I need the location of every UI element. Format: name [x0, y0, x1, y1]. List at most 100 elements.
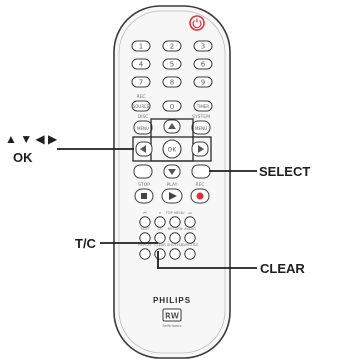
key-label: 8 [170, 79, 174, 87]
source-row: REC SOURCE 0 TIMER [131, 94, 213, 112]
key-0-label: 0 [170, 103, 174, 111]
rec-label: REC [195, 182, 204, 188]
key-label: 1 [139, 43, 143, 51]
key-label: 4 [139, 61, 144, 69]
up-button[interactable] [163, 119, 181, 134]
edit-button[interactable] [154, 232, 166, 244]
system-menu-button[interactable]: MENU [191, 120, 211, 135]
edit-button[interactable] [169, 248, 181, 260]
svg-text:TIMER: TIMER [196, 104, 210, 109]
select-button[interactable] [191, 164, 211, 179]
power-icon [192, 20, 202, 29]
edit-button[interactable] [154, 216, 166, 228]
key-5[interactable]: 5 [162, 58, 182, 70]
remote-body [113, 5, 231, 359]
info-button[interactable] [133, 164, 153, 179]
key-label: 6 [201, 61, 206, 69]
svg-text:MENU: MENU [137, 126, 149, 131]
disc-menu-button[interactable]: MENU [133, 120, 153, 135]
stop-button[interactable] [134, 188, 154, 204]
rw-logo: RW [162, 308, 182, 322]
right-button[interactable] [191, 141, 209, 157]
play-icon [169, 192, 177, 200]
callout-select: SELECT [209, 164, 310, 179]
svg-text:RW: RW [165, 312, 180, 321]
edit-label: ⏮ [143, 211, 147, 215]
play-label: PLAY [167, 182, 178, 188]
ok-button[interactable]: OK [162, 139, 182, 159]
record-icon [196, 192, 204, 200]
edit-button[interactable] [154, 248, 166, 260]
callout-tc-label: T/C [75, 236, 97, 251]
key-4[interactable]: 4 [131, 58, 151, 70]
arrow-down-icon [168, 169, 176, 175]
edit-button[interactable] [169, 216, 181, 228]
svg-text:OK: OK [168, 147, 178, 154]
key-0[interactable]: 0 [162, 100, 182, 112]
edit-label: AUDIO [184, 227, 196, 231]
callout-clear-label: CLEAR [260, 261, 305, 276]
svg-text:MENU: MENU [195, 126, 207, 131]
edit-button[interactable] [139, 248, 151, 260]
source-button[interactable]: SOURCE [131, 100, 151, 112]
callout-arrows-label: ▲ ▼ ◀ ▶ [5, 132, 58, 146]
transport-row: STOP PLAY REC [134, 182, 210, 204]
edit-label: EDIT [141, 227, 150, 231]
key-label: 2 [170, 43, 174, 51]
record-button[interactable] [190, 188, 210, 204]
left-button[interactable] [135, 141, 153, 157]
edit-label: TOP MENU [164, 211, 184, 215]
edit-label: ⏭ [188, 211, 192, 215]
numeric-keypad: 1 2 3 4 5 6 7 8 9 [131, 40, 213, 88]
key-2[interactable]: 2 [162, 40, 182, 52]
arrow-right-icon [198, 145, 204, 153]
rec-mode-label: REC [136, 94, 145, 100]
stop-label: STOP [138, 182, 150, 188]
edit-label: SHUFFLE [167, 243, 184, 247]
callout-nav: ▲ ▼ ◀ ▶ OK [5, 132, 134, 165]
edit-label: RETURN [168, 227, 183, 231]
edit-button[interactable] [139, 232, 151, 244]
key-label: 7 [139, 79, 143, 87]
edit-button[interactable] [184, 232, 196, 244]
callout-ok-label: OK [13, 150, 33, 165]
edit-button[interactable] [169, 232, 181, 244]
power-button[interactable] [189, 15, 205, 31]
navigation-cluster: DISC SYSTEM MENU MENU OK [132, 114, 212, 179]
key-9[interactable]: 9 [193, 76, 213, 88]
key-label: 9 [201, 79, 205, 87]
edit-label: SUBTITLE [181, 243, 199, 247]
key-7[interactable]: 7 [131, 76, 151, 88]
edit-label: CLEAR [154, 243, 166, 247]
key-6[interactable]: 6 [193, 58, 213, 70]
key-3[interactable]: 3 [193, 40, 213, 52]
arrow-left-icon [140, 145, 146, 153]
key-1[interactable]: 1 [131, 40, 151, 52]
arrow-up-icon [168, 123, 176, 129]
key-8[interactable]: 8 [162, 76, 182, 88]
disc-label: DISC [138, 114, 149, 120]
system-label: SYSTEM [192, 114, 210, 120]
edit-button[interactable] [139, 216, 151, 228]
brand-logo: PHILIPS [153, 296, 191, 305]
edit-button[interactable] [184, 216, 196, 228]
edit-button[interactable] [184, 248, 196, 260]
branding: PHILIPS RW ReWritable [153, 296, 191, 328]
callout-select-label: SELECT [259, 164, 310, 179]
remote-body-inner [118, 10, 226, 354]
key-label: 5 [170, 61, 174, 69]
key-label: 3 [201, 43, 205, 51]
down-button[interactable] [163, 164, 181, 179]
remote-control [113, 5, 231, 359]
rw-subtitle: ReWritable [162, 324, 181, 328]
play-button[interactable] [161, 188, 183, 204]
stop-icon [141, 193, 147, 199]
timer-button[interactable]: TIMER [193, 100, 213, 112]
callout-clear: CLEAR [157, 251, 305, 276]
edit-label: T/C [156, 227, 163, 231]
edit-label: ⏸ [159, 211, 161, 215]
svg-text:SOURCE: SOURCE [133, 104, 150, 109]
callout-tc: T/C [75, 236, 158, 251]
